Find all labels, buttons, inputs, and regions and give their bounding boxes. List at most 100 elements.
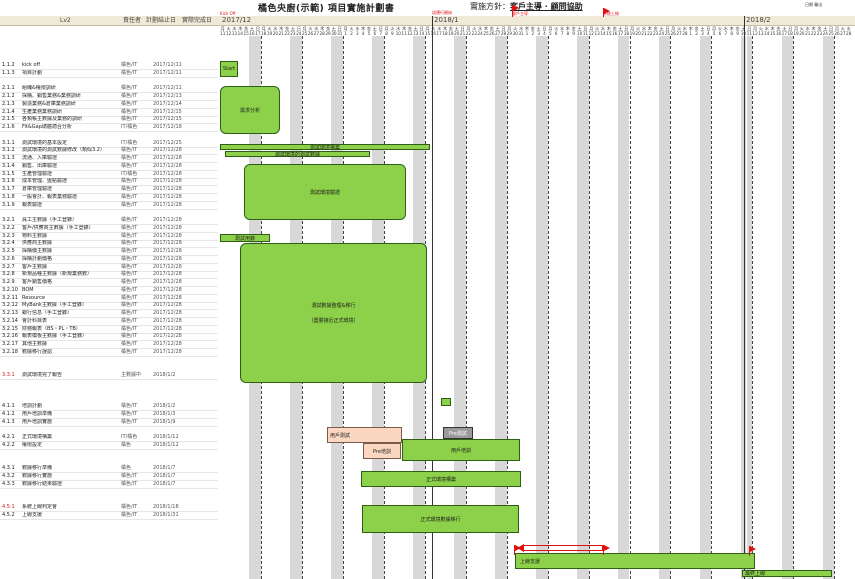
task-row[interactable] [0,496,218,503]
gantt-bar-test-report[interactable] [441,398,451,406]
task-name: MyBank主數據（手工登錄） [22,302,87,309]
task-row[interactable] [0,388,218,395]
gantt-bar-user-test[interactable]: 用戶測試 [327,427,402,443]
gantt-bar-pre-train[interactable]: Pre培訓 [363,443,401,459]
row-separator [0,193,218,194]
gantt-bar-go-live[interactable]: 上線支援 [515,553,755,569]
row-separator [0,472,218,473]
task-name: Resource [22,294,45,301]
weekday-label: 日 [378,26,383,31]
day-number: 15 [424,31,431,36]
task-row[interactable] [0,450,218,457]
plan-label: 實施方針： [470,2,510,11]
weekday-label: 火 [513,26,518,31]
weekday-label: 金 [653,26,658,31]
gantt-bar-start[interactable]: Start [220,61,238,77]
gantt-bar-user-train[interactable]: 用戶培訓 [402,439,520,461]
day-number: 18 [261,31,267,36]
gantt-bar-env-verify[interactable]: 測試環境驗證 [244,164,406,220]
gantt-bar-prod-migrate[interactable]: 正式環境數據移行 [362,505,519,533]
gantt-bar-env-setup[interactable]: 測試環境構築 [220,144,430,151]
task-row[interactable] [0,395,218,402]
task-row[interactable] [0,78,218,85]
column-header-bar [0,16,218,26]
task-row[interactable] [0,488,218,495]
gantt-bar-data-migrate[interactable]: 測試數據整理&移行 （盡量接近正式環境） [240,243,427,383]
task-row[interactable] [0,380,218,387]
week-divider [588,36,590,579]
task-row[interactable] [0,457,218,464]
week-divider [834,36,836,579]
day-number: 16 [430,31,437,36]
task-row[interactable] [0,209,218,216]
gantt-bar-data-entry[interactable]: 測試用錄 [220,234,270,242]
day-number: 29 [325,31,331,36]
weekend-shade [746,36,753,579]
task-name: 各類帳主數據及業務的調研 [22,116,83,123]
task-row[interactable] [0,426,218,433]
gantt-bar-pre-test[interactable]: Pre測試 [443,427,473,439]
gantt-bar-analysis[interactable]: 需求分析 [220,86,280,134]
weekday-label: 水 [805,26,810,31]
day-number: 12 [588,31,594,36]
task-row[interactable] [0,357,218,364]
task-plan-end: 2017/12/28 [153,310,182,316]
task-owner: 橘色/IT [121,178,138,185]
gantt-bar-prod-build[interactable]: 正式環境構築 [361,471,521,487]
task-row[interactable] [0,132,218,139]
task-row[interactable] [0,364,218,371]
day-number: 9 [736,31,739,36]
gantt-bar-final[interactable]: 最終上線 [742,570,832,577]
row-separator [0,278,218,280]
gantt-bar-env-data[interactable]: 測試環境的測試數據 [225,151,370,158]
task-number: 3.1.4 [2,162,15,169]
milestone-label: 客戶主導 [512,11,528,16]
